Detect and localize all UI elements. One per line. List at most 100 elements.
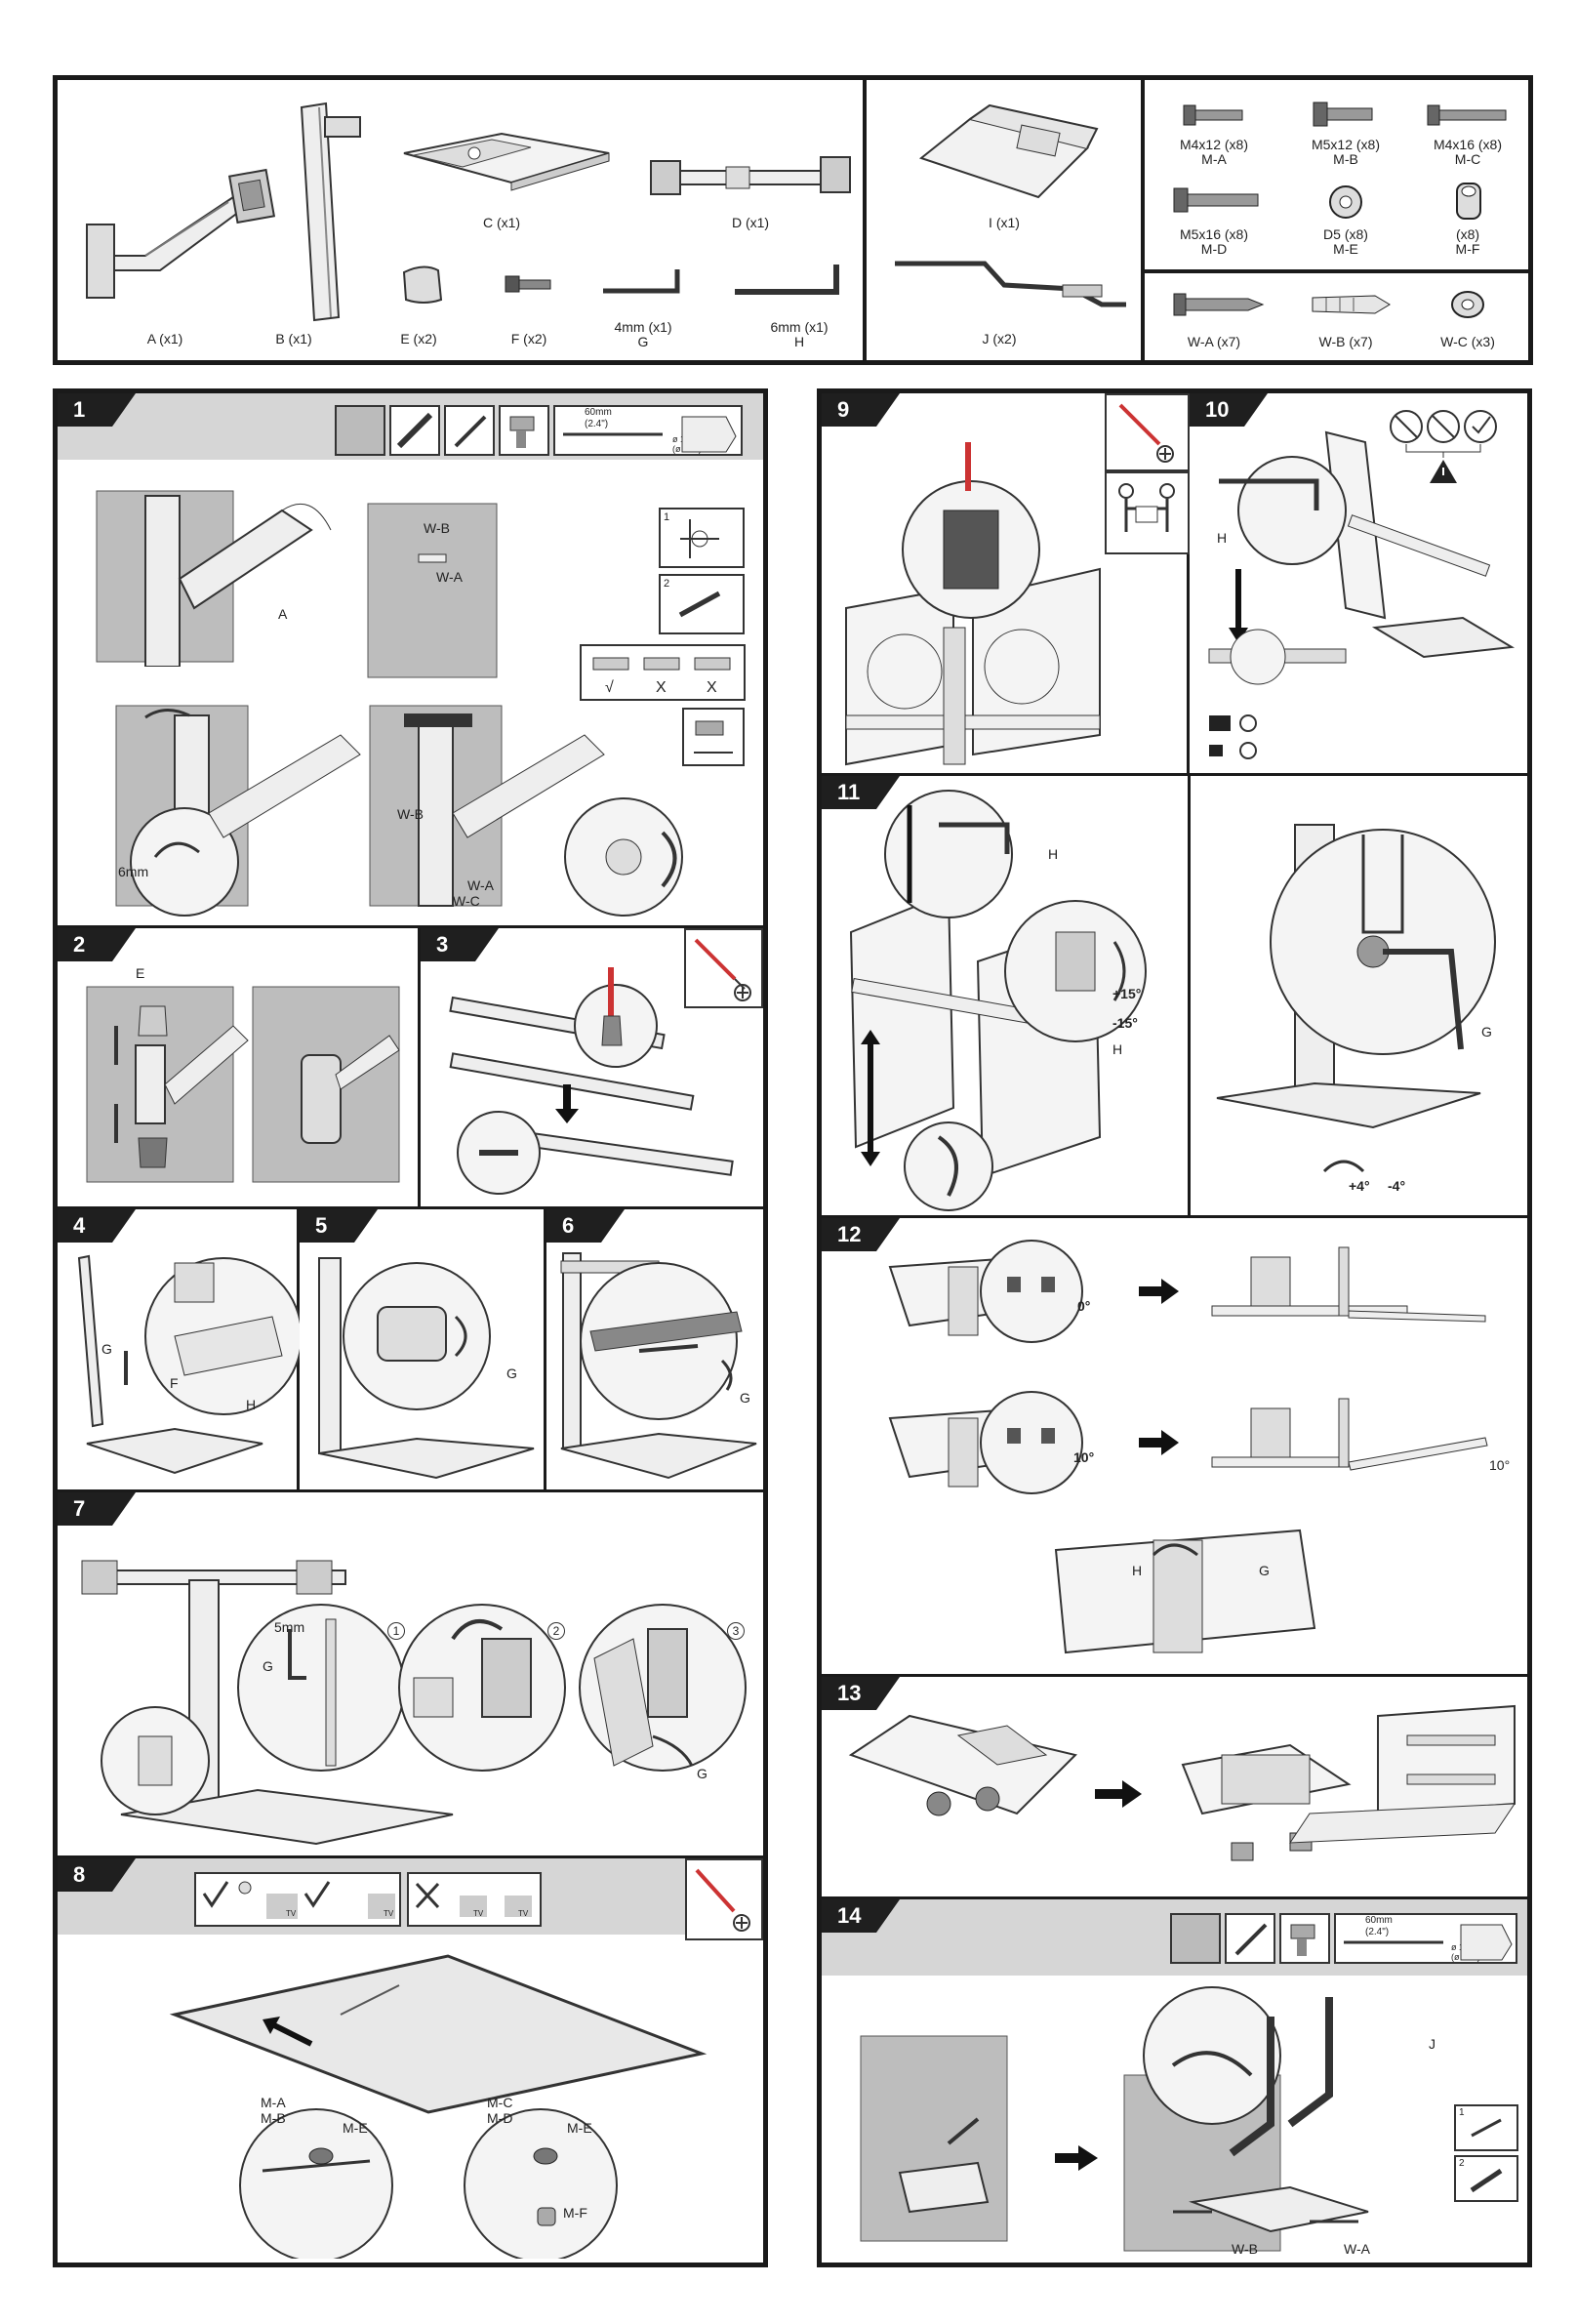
m-f-spacer-icon xyxy=(1456,183,1481,220)
step-14-panel: 14 60mm (2.4") ø 10mm (ø 3/8") J W- xyxy=(822,1899,1527,2263)
step-1-part-a-callout: A xyxy=(278,606,288,622)
step-5-g-callout: G xyxy=(506,1366,517,1381)
step-11-h2-callout: H xyxy=(1112,1041,1123,1057)
part-h-size-label: 6mm (x1) xyxy=(770,319,829,335)
step-7-number: 7 xyxy=(58,1492,136,1526)
drill-depth-60mm: 60mm xyxy=(585,407,612,418)
step-12-0deg: 0° xyxy=(1077,1298,1091,1314)
level-wrong-mark-1: X xyxy=(656,679,667,696)
step-1-substep-2-num: 2 xyxy=(664,578,670,590)
step-11-tray-tilt-illustration xyxy=(1216,824,1496,1173)
step-2-number: 2 xyxy=(58,928,136,961)
tv-label-3: TV xyxy=(473,1909,484,1918)
step-1-substep-1-box: 1 xyxy=(659,508,745,568)
m-a-screw-icon xyxy=(1183,104,1243,126)
part-c-label: C (x1) xyxy=(482,215,521,230)
step-8-mc-callout: M-C xyxy=(487,2095,513,2110)
step-9-panel: 9 xyxy=(822,393,1190,776)
step-1-wa-callout-bottom: W-A xyxy=(467,877,494,893)
step-11-minus15: -15° xyxy=(1112,1015,1138,1031)
step-3-crossbar-assembly-illustration xyxy=(449,967,734,1195)
step-1-wb-callout-bottom: W-B xyxy=(397,806,424,822)
phillips-screwdriver-icon xyxy=(684,928,763,1008)
step-14-substep-1-box: 1 xyxy=(1454,2104,1518,2151)
step-4-tray-attach-illustration xyxy=(77,1254,300,1475)
phillips-screwdriver-icon-step8 xyxy=(685,1858,763,1940)
step-8-correct-usage-box: TV TV xyxy=(194,1872,401,1927)
step-1-substep-1-num: 1 xyxy=(664,511,670,523)
step-7-detail-3-illustration xyxy=(579,1604,747,1772)
step-7-g-callout: G xyxy=(263,1658,273,1674)
pencil-icon xyxy=(444,405,495,456)
drill-depth-60mm-14: 60mm xyxy=(1365,1915,1393,1926)
part-e-cap-illustration xyxy=(402,265,443,304)
step-14-strap-mount-illustration xyxy=(1123,1986,1369,2252)
steps-right-column: 9 10 xyxy=(817,388,1532,2267)
step-7-5mm-callout: 5mm xyxy=(274,1619,305,1635)
step-14-substep-2-box: 2 xyxy=(1454,2155,1518,2202)
step-10-h-callout: H xyxy=(1217,530,1228,546)
step-4-panel: 4 G F H xyxy=(58,1209,300,1492)
step-13-laptop-tray-install-illustration xyxy=(848,1704,1516,1861)
step-12-g-callout: G xyxy=(1259,1563,1270,1578)
step-8-me-callout: M-E xyxy=(343,2120,368,2136)
w-b-anchor-icon xyxy=(1312,295,1391,314)
step-11-minus4: -4° xyxy=(1388,1178,1406,1194)
step-3-panel: 3 xyxy=(421,928,763,1209)
step-1-final-fix-illustration xyxy=(369,705,683,917)
m-c-size: M4x16 (x8) xyxy=(1433,137,1503,152)
step-12-lock-screws-illustration xyxy=(1054,1529,1316,1654)
step-10-panel: 10 H xyxy=(1190,393,1527,776)
step-7-circle-2: 2 xyxy=(547,1622,565,1640)
drill-depth-inch: (2.4") xyxy=(585,419,609,429)
step-7-panel: 7 5mm G 1 2 xyxy=(58,1492,763,1858)
step-11-height-tilt-illustration xyxy=(849,790,1147,1211)
drill-icon-step14 xyxy=(1279,1913,1330,1964)
step-8-mb-callout: M-B xyxy=(261,2110,286,2126)
step-12-tray-angle-10-illustration xyxy=(888,1391,1488,1494)
stud-wall-icon-step14 xyxy=(1170,1913,1221,1964)
part-i-label: I (x1) xyxy=(989,215,1020,230)
step-6-panel: 6 G xyxy=(546,1209,763,1492)
step-14-substep-2-num: 2 xyxy=(1459,2158,1465,2169)
drill-icon xyxy=(499,405,549,456)
part-b-pole-illustration xyxy=(300,102,361,322)
step-2-e-callout: E xyxy=(136,965,145,981)
tv-label-2: TV xyxy=(384,1909,394,1918)
step-11-plus15: +15° xyxy=(1112,986,1142,1001)
step-5-pole-tray-illustration xyxy=(318,1257,535,1480)
parts-list-box: A (x1) B (x1) C (x1) D (x1) E (x2) F (x2… xyxy=(53,75,1533,365)
step-12-10deg: 10° xyxy=(1073,1449,1095,1465)
step-1-wall-pole-illustration xyxy=(96,490,332,667)
level-icon xyxy=(389,405,440,456)
w-c-washer-icon xyxy=(1451,291,1484,318)
part-i-laptop-tray-illustration xyxy=(918,103,1099,199)
step-9-number: 9 xyxy=(822,393,900,427)
part-f-screw-illustration xyxy=(505,275,551,293)
part-e-label: E (x2) xyxy=(400,331,437,347)
level-correct-mark: √ xyxy=(605,679,614,696)
w-a-wood-screw-icon xyxy=(1173,293,1265,316)
step-3-number: 3 xyxy=(421,928,499,961)
m-b-size: M5x12 (x8) xyxy=(1311,137,1381,152)
step-5-panel: 5 G xyxy=(300,1209,546,1492)
m-a-code: M-A xyxy=(1201,151,1227,167)
step-5-number: 5 xyxy=(300,1209,378,1243)
w-b-label: W-B (x7) xyxy=(1318,334,1373,349)
step-4-g-callout: G xyxy=(101,1341,112,1357)
m-d-code: M-D xyxy=(1200,241,1228,257)
step-7-full-assembly-illustration xyxy=(81,1560,454,1846)
step-6-crossbar-mount-illustration xyxy=(560,1252,757,1480)
m-e-size: D5 (x8) xyxy=(1323,226,1368,242)
step-8-panel: 8 TV TV TV TV M-A M-B M-E M-C xyxy=(58,1858,763,2263)
step-10-tension-adjust-illustration xyxy=(1208,430,1516,759)
w-c-label: W-C (x3) xyxy=(1440,334,1495,349)
step-11-panel: 11 H +15° -15° H xyxy=(822,776,1527,1218)
step-1-wa-callout-top: W-A xyxy=(436,569,463,585)
part-f-label: F (x2) xyxy=(510,331,547,347)
steps-left-column: 1 60mm (2.4") ø 10mm (ø 3/8") A W-B W-A xyxy=(53,388,768,2267)
step-13-panel: 13 xyxy=(822,1677,1527,1899)
step-1-wc-callout: W-C xyxy=(453,893,480,909)
step-12-panel: 12 0° 10° 10° xyxy=(822,1218,1527,1677)
step-7-detail-1-illustration xyxy=(237,1604,405,1772)
